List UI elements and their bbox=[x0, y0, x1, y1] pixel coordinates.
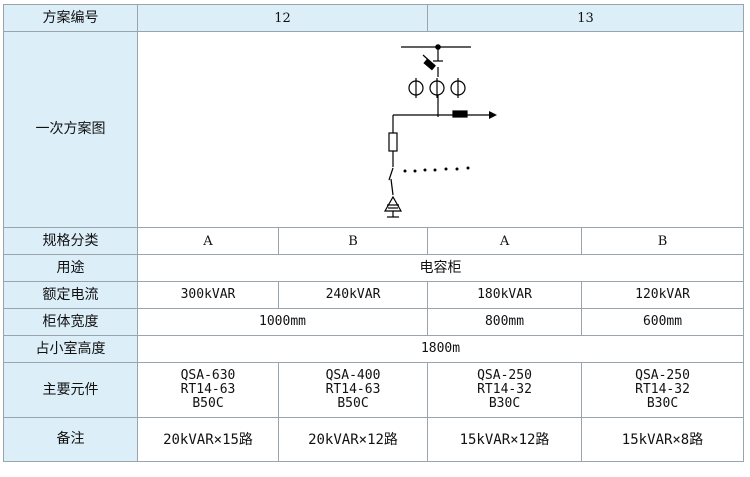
header-label: 方案编号 bbox=[3, 4, 138, 32]
height-label: 占小室高度 bbox=[3, 335, 138, 363]
scheme-number-13: 13 bbox=[427, 4, 745, 32]
width-value-13b: 600mm bbox=[581, 308, 745, 336]
components-cell: QSA-400 RT14-63 B50C bbox=[277, 362, 429, 418]
usage-value: 电容柜 bbox=[136, 254, 745, 282]
diagram-label: 一次方案图 bbox=[3, 31, 138, 228]
spec-label: 规格分类 bbox=[3, 227, 138, 255]
single-line-diagram-cell bbox=[136, 31, 745, 228]
disconnect-blade bbox=[387, 167, 394, 180]
components-cell: QSA-250 RT14-32 B30C bbox=[581, 362, 745, 418]
spec-cell: B bbox=[581, 227, 745, 255]
notes-label: 备注 bbox=[3, 417, 138, 462]
components-label: 主要元件 bbox=[3, 362, 138, 418]
notes-cell: 20kVAR×15路 bbox=[137, 417, 279, 462]
notes-cell: 20kVAR×12路 bbox=[277, 417, 429, 462]
current-label: 额定电流 bbox=[3, 281, 138, 309]
continuation-dots bbox=[403, 166, 470, 172]
component-capacitor: B50C bbox=[337, 396, 369, 411]
spec-cell: B bbox=[277, 227, 429, 255]
component-breaker: QSA-400 bbox=[325, 368, 381, 383]
diagram-row: 一次方案图 bbox=[3, 31, 745, 228]
current-cell: 120kVAR bbox=[581, 281, 745, 309]
component-breaker: QSA-250 bbox=[477, 368, 532, 383]
usage-row: 用途 电容柜 bbox=[3, 254, 745, 282]
capacitor-bank-icon bbox=[383, 195, 402, 212]
width-value-13a: 800mm bbox=[427, 308, 583, 336]
current-cell: 300kVAR bbox=[137, 281, 279, 309]
components-cell: QSA-630 RT14-63 B50C bbox=[137, 362, 279, 418]
component-breaker: QSA-250 bbox=[635, 368, 690, 383]
header-row: 方案编号 12 13 bbox=[3, 4, 745, 32]
switch-block bbox=[422, 57, 436, 70]
notes-cell: 15kVAR×8路 bbox=[581, 417, 745, 462]
scheme-table: 方案编号 12 13 一次方案图 bbox=[3, 4, 745, 462]
fuse-icon bbox=[387, 131, 398, 152]
component-fuse: RT14-63 bbox=[325, 382, 381, 397]
components-row: 主要元件 QSA-630 RT14-63 B50C QSA-400 RT14-6… bbox=[3, 362, 745, 418]
scheme-number-12: 12 bbox=[136, 4, 429, 32]
current-cell: 240kVAR bbox=[277, 281, 429, 309]
height-row: 占小室高度 1800m bbox=[3, 335, 745, 363]
component-fuse: RT14-32 bbox=[635, 382, 690, 397]
component-fuse: RT14-63 bbox=[180, 382, 236, 397]
single-line-diagram bbox=[383, 43, 497, 218]
spec-cell: A bbox=[427, 227, 583, 255]
width-row: 柜体宽度 1000mm 800mm 600mm bbox=[3, 308, 745, 336]
spec-row: 规格分类 A B A B bbox=[3, 227, 745, 255]
component-capacitor: B30C bbox=[646, 396, 679, 411]
arrow-icon bbox=[488, 110, 497, 119]
spec-cell: A bbox=[137, 227, 279, 255]
current-row: 额定电流 300kVAR 240kVAR 180kVAR 120kVAR bbox=[3, 281, 745, 309]
current-cell: 180kVAR bbox=[427, 281, 583, 309]
width-value-12: 1000mm bbox=[136, 308, 429, 336]
components-cell: QSA-250 RT14-32 B30C bbox=[427, 362, 583, 418]
height-value: 1800m bbox=[136, 335, 745, 363]
notes-row: 备注 20kVAR×15路 20kVAR×12路 15kVAR×12路 15kV… bbox=[3, 417, 745, 462]
usage-label: 用途 bbox=[3, 254, 138, 282]
output-breaker bbox=[451, 109, 468, 118]
width-label: 柜体宽度 bbox=[3, 308, 138, 336]
component-capacitor: B30C bbox=[488, 396, 521, 411]
notes-cell: 15kVAR×12路 bbox=[427, 417, 583, 462]
component-capacitor: B50C bbox=[192, 396, 224, 411]
component-fuse: RT14-32 bbox=[477, 382, 532, 397]
component-breaker: QSA-630 bbox=[180, 368, 236, 383]
